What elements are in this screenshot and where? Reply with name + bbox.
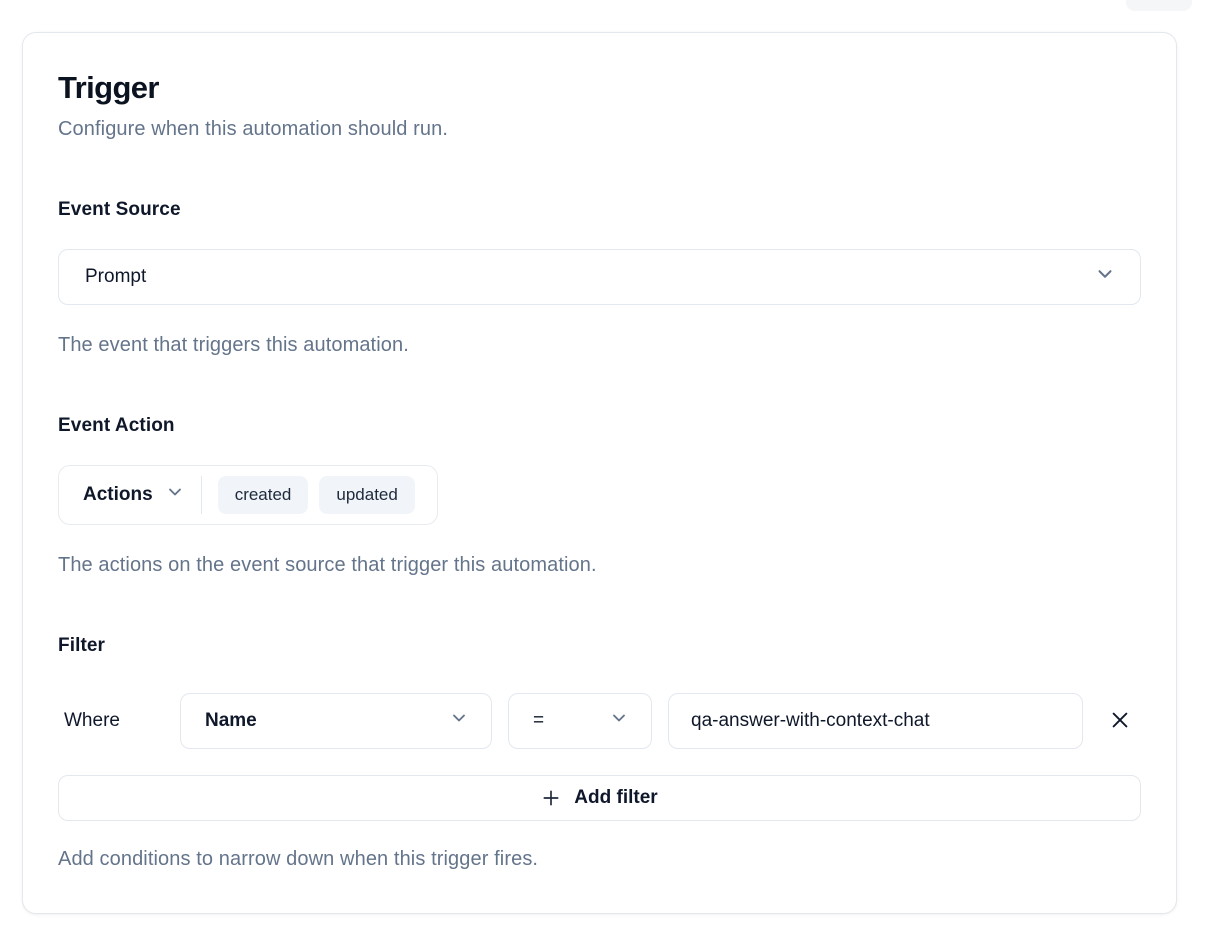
event-source-label: Event Source [58, 199, 181, 220]
event-source-select[interactable]: Prompt [58, 249, 1141, 305]
actions-dropdown-label: Actions [83, 484, 153, 505]
actions-dropdown-button[interactable]: Actions [83, 482, 185, 508]
filter-field-select[interactable]: Name [180, 693, 492, 749]
filter-condition-row: Where Name = [58, 693, 1141, 749]
filter-operator-selected-value: = [533, 710, 545, 731]
cutoff-element-remnant [1126, 0, 1192, 11]
trigger-card: Trigger Configure when this automation s… [22, 32, 1177, 914]
filter-field-selected-value: Name [205, 710, 257, 731]
close-icon [1109, 709, 1131, 734]
event-action-helper: The actions on the event source that tri… [58, 554, 597, 576]
where-label: Where [64, 710, 120, 731]
chevron-down-icon [165, 482, 185, 508]
selected-actions-list: created updated [217, 476, 415, 514]
filter-operator-select[interactable]: = [508, 693, 652, 749]
add-filter-button[interactable]: Add filter [58, 775, 1141, 821]
chevron-down-icon [449, 708, 469, 734]
event-source-selected-value: Prompt [85, 266, 147, 287]
event-source-helper: The event that triggers this automation. [58, 334, 409, 356]
vertical-divider [200, 476, 202, 514]
event-action-label: Event Action [58, 415, 175, 436]
plus-icon [541, 788, 561, 808]
filter-value-input[interactable] [668, 693, 1083, 749]
action-tag-updated[interactable]: updated [319, 476, 415, 514]
remove-filter-button[interactable] [1099, 699, 1141, 743]
filter-label: Filter [58, 635, 106, 656]
chevron-down-icon [1094, 263, 1116, 291]
chevron-down-icon [609, 708, 629, 734]
action-tag-created[interactable]: created [217, 476, 309, 514]
event-action-control: Actions created updated [58, 465, 438, 525]
filter-helper: Add conditions to narrow down when this … [58, 848, 539, 870]
page-subtitle: Configure when this automation should ru… [58, 118, 448, 140]
page-title: Trigger [58, 70, 159, 105]
add-filter-button-label: Add filter [574, 787, 658, 808]
